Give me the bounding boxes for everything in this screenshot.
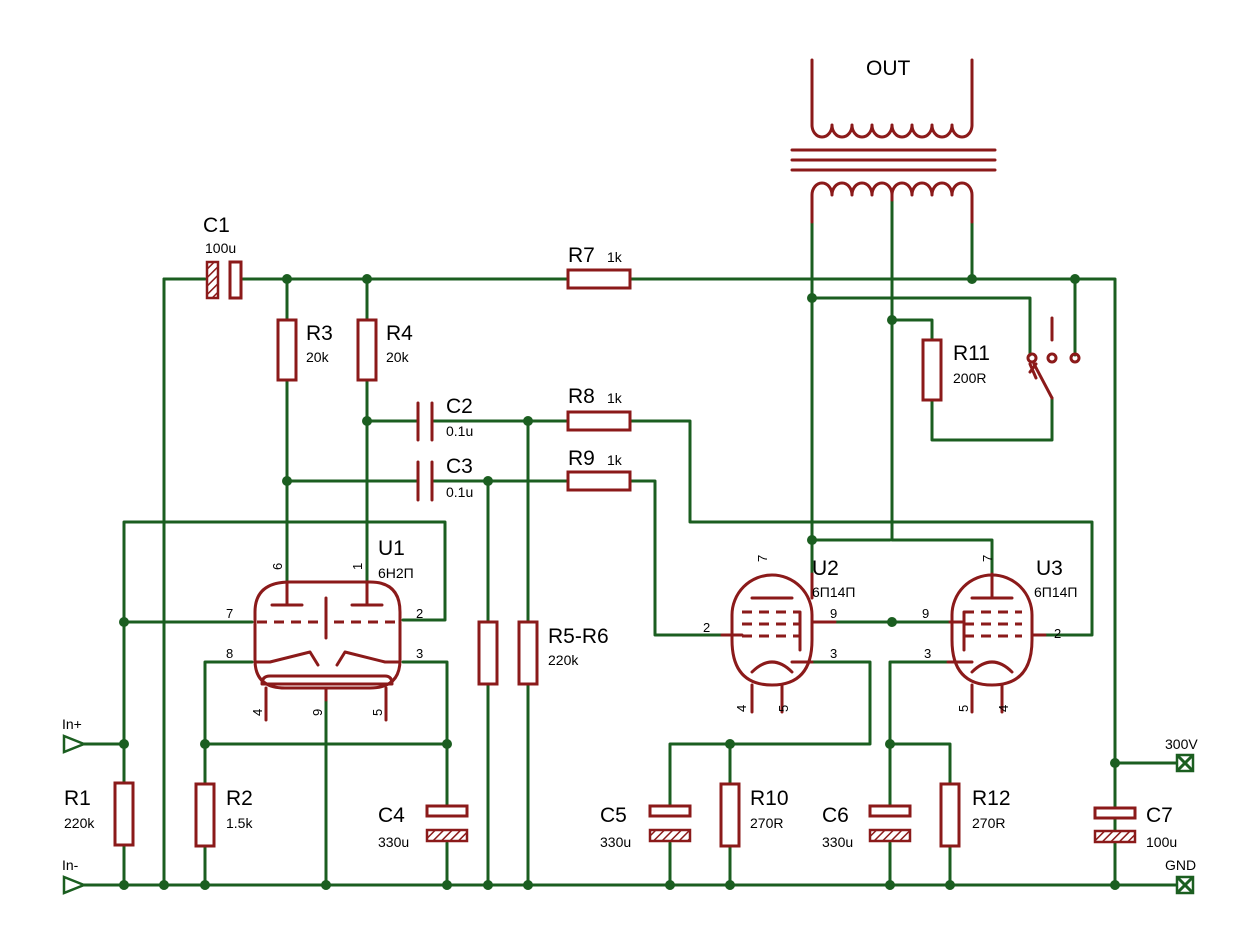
c4-value: 330u bbox=[378, 834, 409, 850]
resistor-r5-r6: R5-R6 220k bbox=[477, 620, 609, 686]
terminal-gnd: GND bbox=[1165, 857, 1196, 895]
c2-value: 0.1u bbox=[446, 423, 473, 439]
c5-value: 330u bbox=[600, 834, 631, 850]
selector-switch bbox=[1026, 316, 1081, 400]
r7-ref: R7 bbox=[568, 244, 595, 267]
r7-value: 1k bbox=[607, 249, 623, 265]
r8-value: 1k bbox=[607, 390, 623, 406]
r11-value: 200R bbox=[953, 370, 986, 386]
terminal-300v: 300V bbox=[1165, 736, 1198, 773]
u1-pin2: 2 bbox=[416, 606, 423, 621]
u1-value: 6Н2П bbox=[378, 565, 414, 581]
r4-value: 20k bbox=[386, 349, 410, 365]
u2-pin5: 5 bbox=[776, 705, 791, 712]
capacitor-c7: C7 100u bbox=[1093, 804, 1177, 850]
u2-ref: U2 bbox=[812, 557, 839, 580]
terminal-in-minus: In- bbox=[62, 857, 88, 895]
resistor-r8: R8 1k bbox=[566, 385, 632, 432]
u3-value: 6П14П bbox=[1034, 584, 1077, 600]
tube-u3: U3 6П14П 7 9 3 2 5 4 bbox=[922, 555, 1077, 714]
c1-ref: C1 bbox=[203, 214, 230, 237]
capacitor-c1: C1 100u bbox=[203, 214, 243, 300]
r1-ref: R1 bbox=[64, 787, 91, 810]
r2-value: 1.5k bbox=[226, 815, 253, 831]
c1-value: 100u bbox=[205, 240, 236, 256]
r10-ref: R10 bbox=[750, 787, 789, 810]
output-transformer: OUT bbox=[790, 57, 997, 224]
u2-value: 6П14П bbox=[812, 584, 855, 600]
u3-pin2: 2 bbox=[1054, 626, 1061, 641]
r2-ref: R2 bbox=[226, 787, 253, 810]
r12-ref: R12 bbox=[972, 787, 1011, 810]
u3-ref: U3 bbox=[1036, 557, 1063, 580]
c6-value: 330u bbox=[822, 834, 853, 850]
tube-u2: U2 6П14П 7 9 2 3 4 5 bbox=[703, 555, 855, 714]
u2-pin3: 3 bbox=[830, 646, 837, 661]
v300-label: 300V bbox=[1165, 736, 1198, 752]
capacitor-c5: C5 330u bbox=[600, 804, 692, 850]
r3-value: 20k bbox=[306, 349, 330, 365]
r10-value: 270R bbox=[750, 815, 783, 831]
u2-pin4: 4 bbox=[734, 705, 749, 712]
u1-pin8: 8 bbox=[226, 646, 233, 661]
gnd-label: GND bbox=[1165, 857, 1196, 873]
resistor-r11: R11 200R bbox=[921, 338, 990, 402]
resistor-r3: R3 20k bbox=[276, 318, 333, 382]
u3-pin4: 4 bbox=[996, 705, 1011, 712]
u1-pin7: 7 bbox=[226, 606, 233, 621]
in-minus-label: In- bbox=[62, 857, 79, 873]
resistor-r2: R2 1.5k bbox=[194, 782, 253, 848]
capacitor-c4: C4 330u bbox=[378, 804, 469, 850]
r12-value: 270R bbox=[972, 815, 1005, 831]
r8-ref: R8 bbox=[568, 385, 595, 408]
u1-pin3: 3 bbox=[416, 646, 423, 661]
r56-value: 220k bbox=[548, 652, 579, 668]
r11-ref: R11 bbox=[953, 342, 990, 365]
r3-ref: R3 bbox=[306, 322, 333, 345]
c6-ref: C6 bbox=[822, 804, 849, 827]
u2-pin9: 9 bbox=[830, 606, 837, 621]
r56-ref: R5-R6 bbox=[548, 625, 609, 648]
r9-ref: R9 bbox=[568, 447, 595, 470]
transformer-label: OUT bbox=[866, 57, 911, 80]
r9-value: 1k bbox=[607, 452, 623, 468]
c3-ref: C3 bbox=[446, 455, 473, 478]
u1-pin9: 9 bbox=[310, 709, 325, 716]
resistor-r10: R10 270R bbox=[719, 782, 789, 848]
resistor-r12: R12 270R bbox=[939, 782, 1011, 848]
u3-pin7: 7 bbox=[980, 555, 995, 562]
u2-pin7: 7 bbox=[755, 555, 770, 562]
c2-ref: C2 bbox=[446, 395, 473, 418]
capacitor-c2: C2 0.1u bbox=[416, 395, 473, 442]
resistor-r9: R9 1k bbox=[566, 447, 632, 492]
resistor-r7: R7 1k bbox=[566, 244, 632, 290]
u1-pin4: 4 bbox=[250, 709, 265, 716]
c5-ref: C5 bbox=[600, 804, 627, 827]
tube-u1: U1 6Н2П 6 1 7 2 8 3 4 9 5 bbox=[226, 537, 423, 722]
terminal-in-plus: In+ bbox=[62, 716, 88, 754]
c7-value: 100u bbox=[1146, 834, 1177, 850]
junctions bbox=[119, 274, 1120, 890]
u1-pin1: 1 bbox=[350, 563, 365, 570]
resistor-r4: R4 20k bbox=[356, 318, 413, 382]
u1-pin5: 5 bbox=[370, 709, 385, 716]
r1-value: 220k bbox=[64, 815, 95, 831]
wires bbox=[82, 188, 1178, 887]
u3-pin3: 3 bbox=[924, 646, 931, 661]
resistor-r1: R1 220k bbox=[64, 781, 135, 847]
u1-pin6: 6 bbox=[270, 563, 285, 570]
u1-ref: U1 bbox=[378, 537, 405, 560]
c3-value: 0.1u bbox=[446, 484, 473, 500]
c4-ref: C4 bbox=[378, 804, 405, 827]
u2-pin2: 2 bbox=[703, 620, 710, 635]
capacitor-c6: C6 330u bbox=[822, 804, 912, 850]
capacitor-c3: C3 0.1u bbox=[416, 455, 473, 502]
u3-pin9: 9 bbox=[922, 606, 929, 621]
u3-pin5: 5 bbox=[956, 705, 971, 712]
r4-ref: R4 bbox=[386, 322, 413, 345]
c7-ref: C7 bbox=[1146, 804, 1173, 827]
in-plus-label: In+ bbox=[62, 716, 82, 732]
